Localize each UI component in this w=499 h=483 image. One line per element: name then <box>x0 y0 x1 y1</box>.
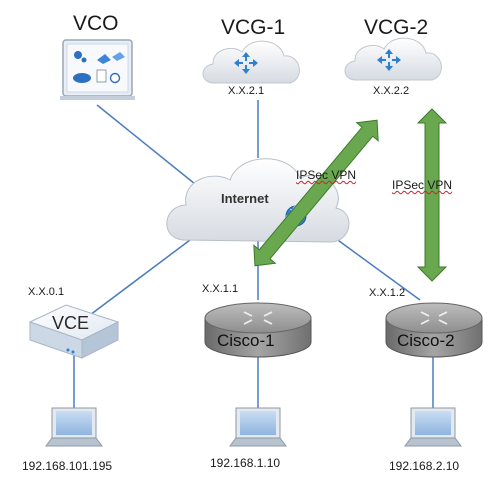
cisco1-router-icon <box>204 302 312 358</box>
host2-laptop-icon <box>229 407 287 447</box>
network-links <box>73 100 434 410</box>
vce-label: VCE <box>52 313 90 333</box>
cisco1-label: Cisco-1 <box>217 331 275 350</box>
vco-label: VCO <box>73 12 119 35</box>
vcg2-label: VCG-2 <box>364 16 429 39</box>
link-vce-internet <box>89 239 191 316</box>
vcg1-label: VCG-1 <box>221 16 286 39</box>
cisco2-router-icon <box>385 302 483 358</box>
vce-address: X.X.0.1 <box>28 286 65 298</box>
cisco1-address: X.X.1.1 <box>202 283 239 295</box>
vco-console-icon <box>60 39 135 100</box>
vcg2-gateway-icon <box>344 37 442 81</box>
link-vco-internet <box>96 104 201 189</box>
vce-appliance-icon <box>28 304 120 359</box>
host2-address: 192.168.1.10 <box>210 456 281 470</box>
vcg1-address: X.X.2.1 <box>228 85 265 97</box>
cisco2-address: X.X.1.2 <box>369 287 406 299</box>
host3-laptop-icon <box>404 407 462 447</box>
vpn-tunnel-1-label: IPSec VPN <box>296 168 357 182</box>
vcg1-gateway-icon <box>202 40 300 84</box>
vpn-tunnel-2-arrow <box>416 108 448 282</box>
host3-address: 192.168.2.10 <box>389 459 460 473</box>
vpn-tunnel-1-arrow <box>253 119 379 267</box>
host1-address: 192.168.101.195 <box>22 459 113 473</box>
cisco2-label: Cisco-2 <box>397 331 455 350</box>
internet-label: Internet <box>221 191 269 206</box>
link-cisco2-internet <box>334 237 421 301</box>
vcg2-address: X.X.2.2 <box>373 85 410 97</box>
vpn-tunnel-2-label: IPSec VPN <box>392 178 453 192</box>
host1-laptop-icon <box>45 407 103 447</box>
